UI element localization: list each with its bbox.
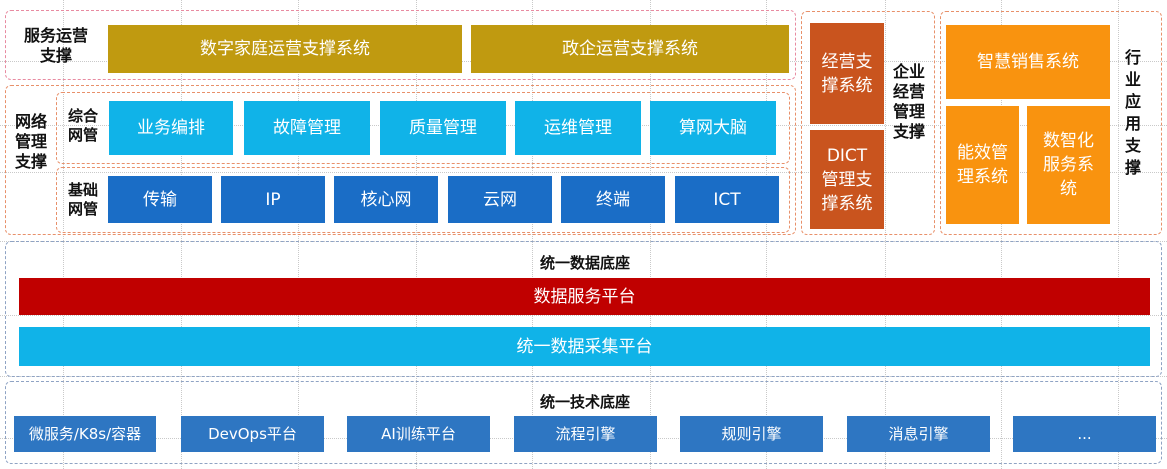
transmission-button[interactable]: 传输 (108, 176, 212, 223)
fault-management-button[interactable]: 故障管理 (244, 101, 370, 155)
workflow-engine-button[interactable]: 流程引擎 (514, 416, 657, 452)
business-ops-support-system[interactable]: 经营支 撑系统 (810, 23, 884, 124)
tech-base-frame (5, 381, 1162, 464)
microservice-k8s-container-button[interactable]: 微服务/K8s/容器 (14, 416, 156, 452)
integrated-nms-label: 综合 网管 (67, 107, 98, 144)
service-ops-label: 服务运营 支撑 (23, 26, 88, 65)
ops-maintenance-button[interactable]: 运维管理 (515, 101, 641, 155)
enterprise-mgmt-label: 企业 经营 管理 支撑 (892, 62, 925, 141)
more-ellipsis-button[interactable]: ... (1013, 416, 1156, 452)
cloud-network-button[interactable]: 云网 (448, 176, 552, 223)
data-base-frame (5, 241, 1162, 377)
industry-app-label: 行 业 应 用 支 撑 (1124, 48, 1141, 177)
data-service-platform[interactable]: 数据服务平台 (19, 278, 1150, 315)
core-network-button[interactable]: 核心网 (334, 176, 438, 223)
gov-enterprise-ops-system[interactable]: 政企运营支撑系统 (471, 25, 789, 73)
computing-network-brain-button[interactable]: 算网大脑 (650, 101, 776, 155)
devops-platform-button[interactable]: DevOps平台 (181, 416, 324, 452)
tech-base-title: 统一技术底座 (539, 392, 630, 411)
digital-intelligent-service-system[interactable]: 数智化 服务系 统 (1027, 106, 1110, 224)
basic-nms-frame (56, 167, 790, 233)
smart-sales-system[interactable]: 智慧销售系统 (946, 25, 1110, 99)
basic-nms-label: 基础 网管 (67, 181, 98, 218)
ip-button[interactable]: IP (221, 176, 325, 223)
network-mgmt-frame (5, 85, 796, 235)
network-mgmt-label: 网络 管理 支撑 (14, 112, 47, 171)
terminal-button[interactable]: 终端 (561, 176, 665, 223)
message-engine-button[interactable]: 消息引擎 (847, 416, 990, 452)
service-orchestration-button[interactable]: 业务编排 (109, 101, 233, 155)
data-base-title: 统一数据底座 (539, 253, 630, 272)
industry-app-frame (940, 11, 1162, 235)
ict-button[interactable]: ICT (675, 176, 779, 223)
service-ops-frame (5, 10, 796, 80)
integrated-nms-frame (56, 92, 790, 164)
dict-mgmt-support-system[interactable]: DICT 管理支 撑系统 (810, 130, 884, 229)
rule-engine-button[interactable]: 规则引擎 (680, 416, 823, 452)
ai-training-platform-button[interactable]: AI训练平台 (347, 416, 490, 452)
enterprise-mgmt-frame (801, 11, 935, 235)
quality-management-button[interactable]: 质量管理 (380, 101, 506, 155)
data-collection-platform[interactable]: 统一数据采集平台 (19, 327, 1150, 366)
energy-efficiency-system[interactable]: 能效管 理系统 (946, 106, 1019, 224)
digital-home-ops-system[interactable]: 数字家庭运营支撑系统 (108, 25, 462, 73)
